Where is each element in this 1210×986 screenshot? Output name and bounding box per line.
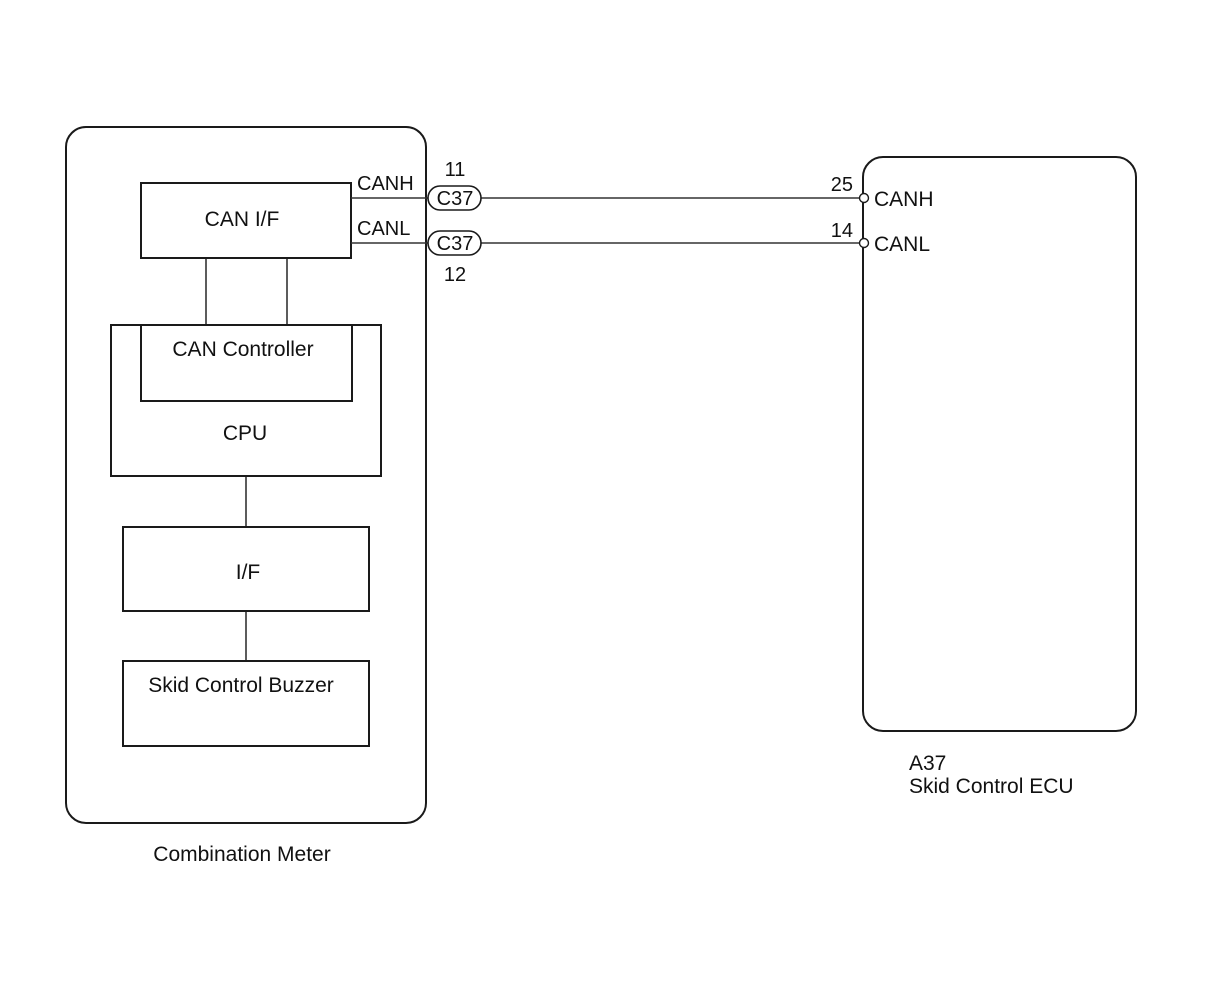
canl-meter-pin: 12 [444, 264, 466, 286]
canh-ecu-pin: 25 [831, 174, 853, 196]
canl-ecu-pin: 14 [831, 220, 853, 242]
canh-ecu-label: CANH [874, 188, 934, 211]
ecu-name: Skid Control ECU [909, 775, 1074, 798]
canh-connector-label: C37 [437, 188, 474, 210]
canh-ecu-pin-marker [858, 192, 870, 204]
canh-meter-pin: 11 [445, 159, 466, 181]
canh-meter-label: CANH [357, 173, 414, 195]
buzzer-block [122, 660, 370, 747]
cpu-label: CPU [223, 422, 267, 445]
skid-control-ecu-frame [862, 156, 1137, 732]
combination-meter-caption: Combination Meter [153, 843, 330, 866]
canl-meter-label: CANL [357, 218, 410, 240]
canh-connector [427, 185, 482, 211]
can-if-block [140, 182, 352, 259]
if-block [122, 526, 370, 612]
canl-connector-label: C37 [437, 233, 474, 255]
canl-ecu-label: CANL [874, 233, 930, 256]
if-label: I/F [236, 561, 261, 584]
buzzer-label: Skid Control Buzzer [148, 674, 334, 697]
canl-ecu-pin-marker [858, 237, 870, 249]
canl-connector [427, 230, 482, 256]
can-controller-block [140, 324, 353, 402]
can-controller-label: CAN Controller [172, 338, 313, 361]
can-if-label: CAN I/F [205, 208, 280, 231]
ecu-code: A37 [909, 752, 946, 775]
